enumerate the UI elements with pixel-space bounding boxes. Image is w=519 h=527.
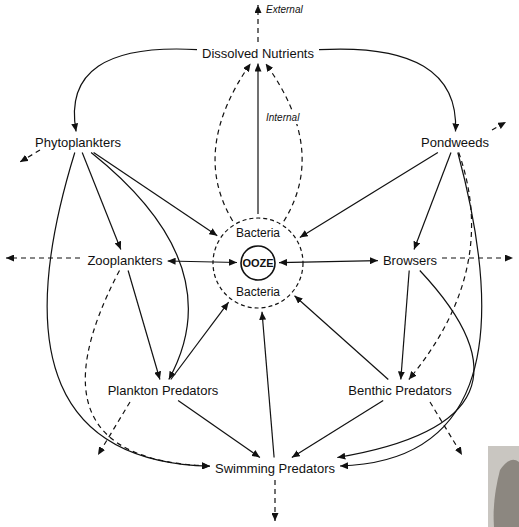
producer-label: Pondweeds — [419, 134, 491, 151]
node-text: Benthic Predators — [346, 382, 453, 399]
flow-arrow — [414, 153, 451, 250]
flow-arrow — [279, 261, 378, 263]
flow-arrow — [401, 271, 409, 380]
dashed-flow-arrow — [215, 64, 251, 222]
outflow-arrow — [274, 480, 275, 521]
predator-label: Plankton Predators — [106, 382, 221, 399]
node-text: Bacteria — [234, 284, 282, 301]
node-text: Phytoplankters — [33, 134, 123, 151]
node-text: Zooplankters — [85, 252, 164, 269]
producer-label: Phytoplankters — [33, 134, 123, 151]
boundary-label: Internal — [264, 112, 301, 124]
flow-arrow — [178, 401, 260, 458]
photo-ground — [488, 446, 519, 527]
flow-arrow — [295, 296, 389, 380]
dashed-flow-arrow — [85, 271, 210, 467]
flow-arrow — [257, 64, 258, 215]
flow-arrow — [300, 153, 438, 238]
node-text: Browsers — [381, 252, 439, 269]
node-text: Pondweeds — [419, 134, 491, 151]
outflow-arrows — [6, 5, 513, 521]
flow-arrow — [168, 261, 237, 263]
outflow-arrow — [442, 257, 513, 258]
outflow-arrow — [6, 257, 80, 258]
flow-arrow — [94, 153, 218, 236]
node-text: Dissolved Nutrients — [200, 45, 316, 62]
node-text: OOZE — [242, 256, 273, 271]
outflow-arrow — [492, 122, 506, 130]
dashed-flow-arrow — [266, 64, 303, 222]
flow-arrow — [262, 312, 274, 458]
bacteria-circle: BacteriaBacteriaOOZE — [212, 217, 304, 309]
flow-arrow — [47, 153, 210, 467]
outflow-arrow — [20, 150, 40, 162]
portrait-photo — [488, 446, 519, 527]
flow-arrow — [337, 271, 474, 458]
flow-arrow — [319, 49, 456, 131]
boundary-label: External — [264, 4, 305, 16]
flow-arrow — [128, 271, 160, 380]
nutrient-pool: Dissolved Nutrients — [200, 45, 316, 62]
node-text: Plankton Predators — [106, 382, 221, 399]
ooze-circle: OOZE — [240, 245, 276, 281]
flow-arrow — [74, 49, 197, 131]
node-text: Bacteria — [234, 225, 282, 242]
flow-arrow — [340, 153, 482, 467]
node-text: Swimming Predators — [213, 460, 337, 477]
flow-arrow — [292, 401, 383, 458]
flow-arrow — [171, 302, 229, 379]
predator-label: Benthic Predators — [346, 382, 453, 399]
consumer-label: Browsers — [381, 252, 439, 269]
predator-label: Swimming Predators — [213, 460, 337, 477]
outflow-arrow — [257, 5, 258, 42]
circle-outline — [241, 246, 275, 280]
photo-figure — [494, 460, 519, 527]
circle-outline — [213, 218, 303, 308]
consumer-label: Zooplankters — [85, 252, 164, 269]
